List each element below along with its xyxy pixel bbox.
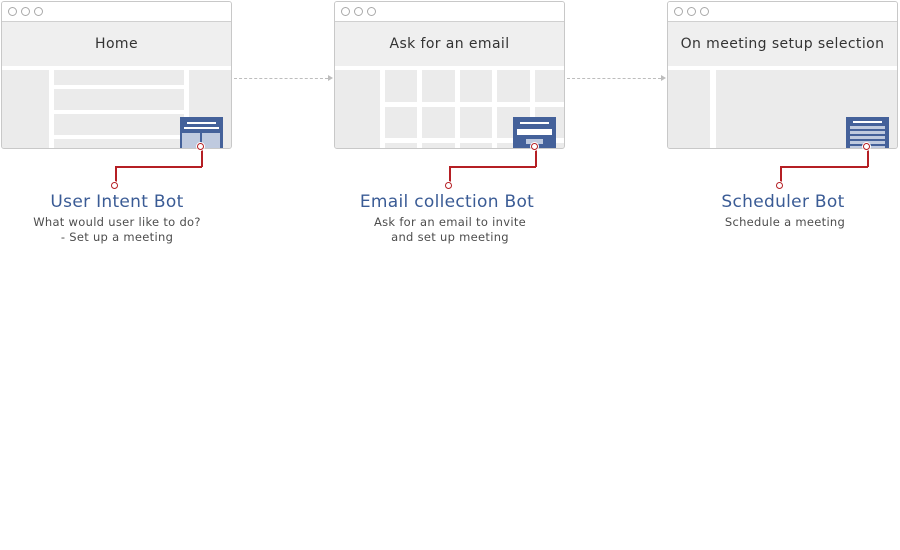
email-widget-icon (513, 117, 556, 148)
window-dot-icon (700, 7, 709, 16)
connector-line (115, 166, 117, 186)
window-dot-icon (8, 7, 17, 16)
flow-arrow (567, 78, 661, 79)
calendar-widget-icon (846, 117, 889, 148)
window-dot-icon (21, 7, 30, 16)
connector-line (449, 166, 451, 186)
connector-line (867, 148, 869, 167)
window-title: Home (2, 22, 231, 66)
connector-line (780, 166, 782, 186)
bot-description-line: - Set up a meeting (60, 230, 174, 244)
window-title: On meeting setup selection (668, 22, 897, 66)
connector-dot-icon (111, 182, 118, 189)
connector-line (115, 166, 202, 168)
connector-line (780, 166, 868, 168)
bot-description: Schedule a meeting (665, 215, 900, 230)
wireframe-divider (492, 66, 497, 148)
window-titlebar (2, 2, 231, 22)
wireframe-divider (380, 102, 564, 107)
arrow-head-icon (328, 75, 333, 81)
browser-window-email: Ask for an email (334, 1, 565, 149)
connector-dot-icon (863, 143, 870, 150)
window-dot-icon (674, 7, 683, 16)
wireframe-divider (530, 66, 535, 148)
widget-option (202, 133, 220, 148)
widget-line (853, 121, 882, 123)
window-dot-icon (341, 7, 350, 16)
connector-line (201, 148, 203, 167)
bot-name: Email collection Bot (359, 192, 535, 212)
wireframe-divider (54, 135, 184, 139)
chat-widget-icon (180, 117, 223, 148)
widget-slot (850, 126, 885, 129)
bot-name: Scheduler Bot (721, 192, 845, 212)
bot-description-line: and set up meeting (391, 230, 509, 244)
connector-line (535, 148, 537, 167)
wireframe-divider (668, 66, 897, 70)
flow-arrow (234, 78, 328, 79)
widget-input (517, 129, 552, 135)
wireframe-divider (54, 85, 184, 89)
window-titlebar (335, 2, 564, 22)
browser-window-home: Home (1, 1, 232, 149)
wireframe-divider (380, 138, 564, 143)
widget-slot (850, 136, 885, 139)
widget-slot (850, 141, 885, 144)
wireframe-divider (335, 66, 564, 70)
wireframe-divider (49, 66, 54, 148)
bot-name: User Intent Bot (50, 192, 184, 212)
bot-description: What would user like to do? - Set up a m… (0, 215, 237, 245)
browser-window-meeting: On meeting setup selection (667, 1, 898, 149)
window-titlebar (668, 2, 897, 22)
widget-slot (850, 131, 885, 134)
bot-description-line: Ask for an email to invite (373, 215, 527, 229)
widget-line (184, 127, 219, 129)
widget-line (187, 122, 216, 124)
wireframe-divider (710, 66, 716, 148)
widget-button (526, 139, 543, 144)
page-wireframe (2, 66, 231, 148)
wireframe-divider (380, 66, 385, 148)
connector-dot-icon (445, 182, 452, 189)
bot-description: Ask for an email to invite and set up me… (330, 215, 570, 245)
page-wireframe (335, 66, 564, 148)
bot-description-line: Schedule a meeting (724, 215, 846, 229)
wireframe-divider (184, 66, 189, 148)
widget-option (182, 133, 200, 148)
connector-dot-icon (197, 143, 204, 150)
connector-dot-icon (776, 182, 783, 189)
wireframe-divider (54, 110, 184, 114)
wireframe-divider (2, 66, 231, 70)
window-dot-icon (34, 7, 43, 16)
bot-description-line: What would user like to do? (33, 215, 201, 229)
wireframe-divider (417, 66, 422, 148)
window-dot-icon (354, 7, 363, 16)
window-dot-icon (687, 7, 696, 16)
connector-dot-icon (531, 143, 538, 150)
wireframe-divider (455, 66, 460, 148)
arrow-head-icon (661, 75, 666, 81)
window-dot-icon (367, 7, 376, 16)
window-title: Ask for an email (335, 22, 564, 66)
connector-line (449, 166, 536, 168)
widget-line (520, 122, 549, 124)
